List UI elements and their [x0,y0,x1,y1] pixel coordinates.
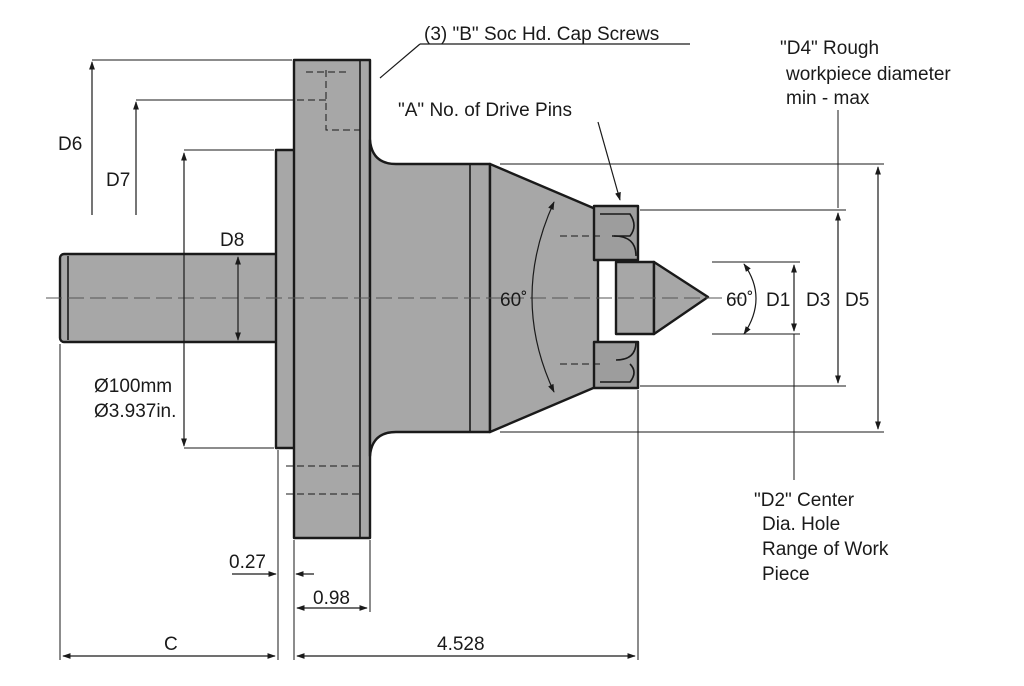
screw-holes [286,70,600,495]
part-body [58,58,710,540]
d8-label: D8 [220,230,244,251]
d4-label-line1: "D4" Rough [780,38,879,59]
flange [292,58,372,540]
diameter-mm-label: Ø100mm [94,376,172,397]
diameter-in-label: Ø3.937in. [94,401,176,422]
labels: D6 D7 D8 Ø100mm Ø3.937in. (3) "B" Soc Hd… [58,24,951,655]
d4-label-line2: workpiece diameter [785,64,951,85]
d5-label: D5 [845,290,869,311]
d4-label-line3: min - max [786,88,870,109]
d2-label-line1: "D2" Center [754,490,855,511]
d7-label: D7 [106,170,130,191]
angle-cone-label: 60˚ [500,290,527,311]
b-screws-label: (3) "B" Soc Hd. Cap Screws [424,24,659,45]
angle-tip-label: 60˚ [726,290,753,311]
d3-label: D3 [806,290,830,311]
d1-label: D1 [766,290,790,311]
dimension-lines [59,43,884,660]
dim-027-label: 0.27 [229,552,266,573]
d2-label-line2: Dia. Hole [762,514,840,535]
dim-4528-label: 4.528 [437,634,485,655]
d2-label-line4: Piece [762,564,810,585]
d6-label: D6 [58,134,82,155]
d2-label-line3: Range of Work [762,539,889,560]
dim-c-label: C [164,634,178,655]
dim-098-label: 0.98 [313,588,350,609]
a-drive-pins-label: "A" No. of Drive Pins [398,100,572,121]
